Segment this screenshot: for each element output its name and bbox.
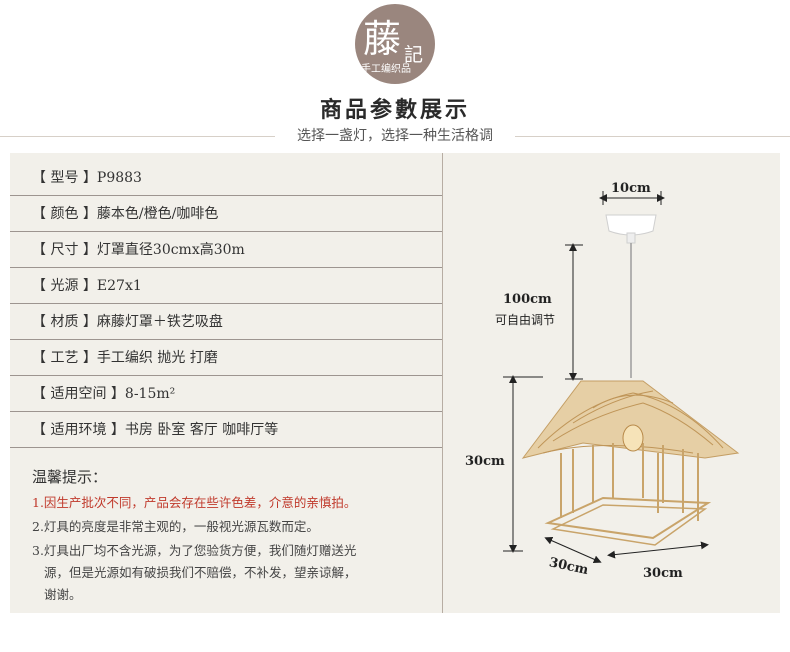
spec-row-light-source: 【 光源 】E27x1 <box>10 268 442 304</box>
spec-value: E27x1 <box>96 278 142 294</box>
rattan-weave <box>537 390 724 454</box>
note-item: 3.灯具出厂均不含光源，为了您验货方便，我们随灯赠送光 <box>32 543 357 558</box>
spec-label: 【 光源 】 <box>32 278 97 294</box>
height-label: 30cm <box>465 454 505 469</box>
spec-row-environment: 【 适用环境 】书房 卧室 客厅 咖啡厅等 <box>10 412 442 448</box>
lamp-base <box>544 496 712 540</box>
depth-arrow <box>544 536 602 564</box>
lamp-dimension-diagram: 10cm 100cm 可自由调节 30cm <box>443 153 780 613</box>
canopy-shape <box>605 214 657 236</box>
bulb-icon <box>622 424 644 452</box>
divider-right <box>515 136 790 137</box>
spec-row-model: 【 型号 】P9883 <box>10 160 442 196</box>
spec-label: 【 适用空间 】 <box>32 386 125 402</box>
spec-value: 手工编织 抛光 打磨 <box>96 350 218 366</box>
spec-value: 灯罩直径30cmx高30m <box>96 242 245 258</box>
spec-value: P9883 <box>96 170 142 186</box>
spec-value: 麻藤灯罩＋铁艺吸盘 <box>96 314 223 330</box>
spec-label: 【 适用环境 】 <box>32 422 125 438</box>
page-subtitle: 选择一盏灯，选择一种生活格调 <box>297 128 493 144</box>
width-label: 30cm <box>643 566 683 581</box>
logo-subtitle: 手工编织品 <box>361 64 411 75</box>
notes-title: 温馨提示： <box>32 468 108 486</box>
page-title: 商品参數展示 <box>319 97 470 123</box>
note-item: 2.灯具的亮度是非常主观的，一般视光源瓦数而定。 <box>32 519 319 534</box>
spec-row-color: 【 颜色 】藤本色/橙色/咖啡色 <box>10 196 442 232</box>
note-item: 源，但是光源如有破损我们不赔偿，不补发，望亲谅解， <box>44 565 357 580</box>
logo-main-char: 藤 <box>363 17 402 61</box>
spec-row-craft: 【 工艺 】手工编织 抛光 打磨 <box>10 340 442 376</box>
cord-adjustable-label: 可自由调节 <box>495 313 555 327</box>
width-arrow <box>607 541 709 559</box>
spec-value: 8-15m² <box>124 386 176 402</box>
lamp-roof <box>521 380 740 459</box>
spec-value: 藤本色/橙色/咖啡色 <box>96 206 219 222</box>
logo-side-char: 記 <box>404 44 424 66</box>
cord-length-label: 100cm <box>503 292 552 307</box>
canopy-width-label: 10cm <box>611 181 651 196</box>
spec-row-material: 【 材质 】麻藤灯罩＋铁艺吸盘 <box>10 304 442 340</box>
depth-label: 30cm <box>548 555 590 578</box>
spec-label: 【 颜色 】 <box>32 206 97 222</box>
spec-row-space: 【 适用空间 】8-15m² <box>10 376 442 412</box>
spec-row-size: 【 尺寸 】灯罩直径30cmx高30m <box>10 232 442 268</box>
lamp-cage <box>560 443 699 521</box>
divider-left <box>0 136 275 137</box>
spec-label: 【 工艺 】 <box>32 350 97 366</box>
spec-value: 书房 卧室 客厅 咖啡厅等 <box>124 422 279 438</box>
spec-label: 【 材质 】 <box>32 314 97 330</box>
lamp-diagram-svg: 10cm 100cm 可自由调节 30cm <box>465 181 740 581</box>
spec-label: 【 尺寸 】 <box>32 242 97 258</box>
note-item: 1.因生产批次不同，产品会存在些许色差，介意的亲慎拍。 <box>32 495 357 510</box>
spec-label: 【 型号 】 <box>32 170 97 186</box>
panel-divider <box>442 153 443 613</box>
brand-logo: 藤 記 手工编织品 <box>355 4 435 84</box>
note-item: 谢谢。 <box>44 587 82 602</box>
